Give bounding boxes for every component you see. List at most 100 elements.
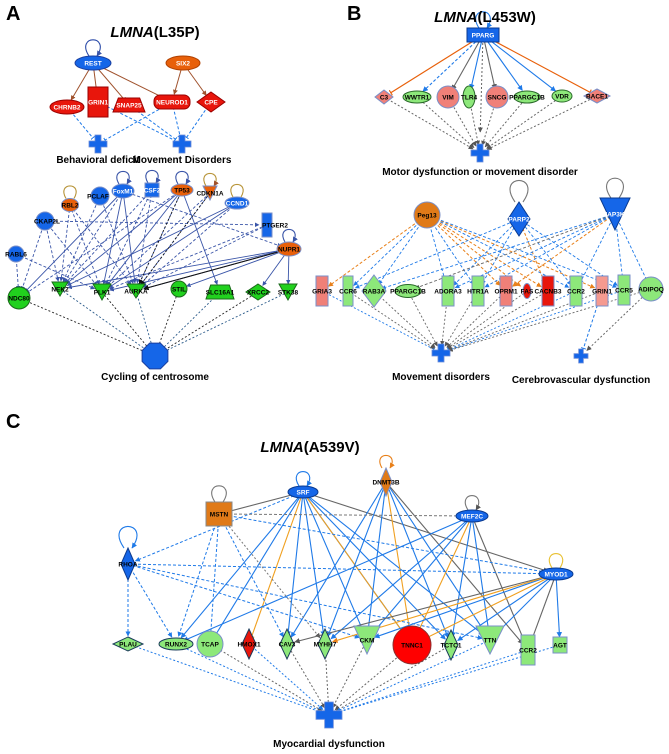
gene-node-ccr2[interactable]: CCR2 <box>519 634 537 666</box>
gene-node-fas[interactable]: FAS <box>521 283 534 299</box>
gene-node-grin1[interactable]: GRIN1 <box>592 275 612 307</box>
gene-node-c3[interactable]: C3 <box>374 89 394 105</box>
gene-node-map3k8[interactable]: MAP3K8 <box>599 197 631 232</box>
gene-node-gria3[interactable]: GRIA3 <box>312 275 332 307</box>
gene-label: RHOA <box>118 561 137 568</box>
gene-node-sncg[interactable]: SNCG <box>485 85 509 109</box>
gene-node-vim[interactable]: VIM <box>436 85 460 109</box>
gene-node-ccr6[interactable]: CCR6 <box>339 275 357 307</box>
gene-node-ttn[interactable]: TTN <box>475 625 505 656</box>
activation-edge <box>302 491 365 634</box>
gene-node-myhh7[interactable]: MYHH7 <box>314 627 337 661</box>
gene-node-srf[interactable]: SRF <box>287 485 319 499</box>
gene-node-six2[interactable]: SIX2 <box>165 55 201 71</box>
gene-node-shape <box>471 275 485 307</box>
gene-node-ckap2l[interactable]: CKAP2L <box>34 211 60 231</box>
disease-edge <box>161 291 259 353</box>
gene-node-myod1[interactable]: MYOD1 <box>538 567 574 581</box>
gene-node-tnnc1[interactable]: TNNC1 <box>392 625 432 665</box>
gene-label: PARP2 <box>508 216 530 223</box>
interaction-edge <box>143 248 290 291</box>
gene-node-rest[interactable]: REST <box>74 55 112 71</box>
gene-node-wwtr1[interactable]: WWTR1 <box>402 90 432 104</box>
gene-node-ptger2[interactable]: PTGER2 <box>261 212 288 238</box>
gene-node-slc16a1[interactable]: SLC16A1 <box>205 284 235 300</box>
gene-node-hmox1[interactable]: HMOX1 <box>237 627 261 661</box>
regulation-edge <box>451 34 484 91</box>
disease-node-movement-disorders[interactable]: Movement disorders <box>392 343 490 383</box>
gene-label: DNMT3B <box>372 479 399 486</box>
gene-node-ccr5[interactable]: CCR5 <box>615 274 633 306</box>
disease-edge <box>373 290 436 348</box>
gene-node-dnmt3b[interactable]: DNMT3B <box>372 466 400 498</box>
gene-node-adora3[interactable]: ADORA3 <box>434 275 462 307</box>
gene-node-agt[interactable]: AGT <box>552 636 568 654</box>
gene-node-rab3a[interactable]: RAB3A <box>361 274 387 308</box>
gene-node-ppargc1b[interactable]: PPARGC1B <box>509 90 545 104</box>
gene-node-cpe[interactable]: CPE <box>196 91 226 113</box>
gene-node-shape <box>279 627 295 661</box>
gene-node-neurod1[interactable]: NEUROD1 <box>153 94 191 110</box>
disease-edge <box>416 96 475 149</box>
gene-node-ccnd1[interactable]: CCND1 <box>224 196 250 210</box>
gene-node-rhoa[interactable]: RHOA <box>118 546 138 582</box>
gene-node-ndc80[interactable]: NDC80 <box>7 286 31 310</box>
disease-node-movement-disorders[interactable]: Movement Disorders <box>133 134 232 166</box>
gene-node-peg13[interactable]: Peg13 <box>413 201 441 229</box>
disease-node-cerebrovascular-dysfunction[interactable]: Cerebrovascular dysfunction <box>512 348 650 386</box>
gene-node-pparg[interactable]: PPARG <box>466 27 500 43</box>
gene-node-mstn[interactable]: MSTN <box>205 501 233 527</box>
disease-node-myocardial-dysfunction[interactable]: Myocardial dysfunction <box>273 701 385 750</box>
gene-node-mef2c[interactable]: MEF2C <box>455 509 489 523</box>
gene-node-nek2[interactable]: NEK2 <box>51 281 69 298</box>
self-loop-edge <box>116 171 132 185</box>
gene-node-xrcc2[interactable]: XRCC2 <box>245 283 271 301</box>
gene-node-stil[interactable]: STIL <box>170 280 188 298</box>
gene-node-shape <box>541 275 555 307</box>
gene-node-tcap[interactable]: TCAP <box>196 630 224 658</box>
gene-node-runx2[interactable]: RUNX2 <box>158 637 194 651</box>
gene-node-htr1a[interactable]: HTR1A <box>467 275 489 307</box>
gene-node-bace1[interactable]: BACE1 <box>582 88 612 104</box>
gene-node-ckm[interactable]: CKM <box>353 625 381 656</box>
gene-node-rabl6[interactable]: RABL6 <box>5 245 27 263</box>
gene-node-tctc1[interactable]: TCTC1 <box>441 628 462 662</box>
disease-node-behavioral-deficit[interactable]: Behavioral deficit <box>56 134 140 166</box>
cross-icon <box>88 134 108 154</box>
gene-node-parp2[interactable]: PARP2 <box>507 201 531 237</box>
disease-label: Movement Disorders <box>133 155 232 166</box>
gene-node-shape <box>513 90 541 104</box>
gene-node-cacnb3[interactable]: CACNB3 <box>534 275 562 307</box>
panel-title-gene: LMNA <box>434 9 477 26</box>
gene-node-oprm1[interactable]: OPRM1 <box>494 275 518 307</box>
gene-label: PLK1 <box>94 289 111 296</box>
gene-node-chrnb2[interactable]: CHRNB2 <box>49 99 85 115</box>
gene-node-shape <box>522 283 532 299</box>
disease-edge <box>286 643 326 709</box>
gene-node-foxm1[interactable]: FoxM1 <box>111 183 135 199</box>
gene-node-aurka[interactable]: AURKA <box>124 283 148 299</box>
gene-node-rbl2[interactable]: RBL2 <box>61 198 79 212</box>
gene-label: AGT <box>553 642 567 649</box>
gene-node-cdkn1a[interactable]: CDKN1A <box>196 185 224 202</box>
gene-node-pclaf[interactable]: PCLAF <box>87 186 110 206</box>
gene-node-adipoq[interactable]: ADIPOQ <box>638 276 664 302</box>
gene-node-stk38[interactable]: STK38 <box>278 283 299 302</box>
gene-node-plau[interactable]: PLAU <box>111 636 145 652</box>
gene-node-nupr1[interactable]: NUPR1 <box>276 241 302 257</box>
gene-node-vdr[interactable]: VDR <box>551 89 573 103</box>
disease-node-cycling-of-centrosome[interactable]: Cycling of centrosome <box>101 342 209 383</box>
gene-node-plk1[interactable]: PLK1 <box>92 283 112 302</box>
gene-label: PLAU <box>119 641 137 648</box>
self-loop-edge <box>606 177 624 199</box>
gene-node-tp53[interactable]: TP53 <box>170 183 194 197</box>
gene-node-cav3[interactable]: CAV3 <box>279 627 296 661</box>
gene-node-tlr4[interactable]: TLR4 <box>461 85 478 109</box>
gene-node-ccr2[interactable]: CCR2 <box>567 275 585 307</box>
gene-node-snap25[interactable]: SNAP25 <box>112 97 146 113</box>
gene-node-grin1[interactable]: GRIN1 <box>87 86 109 118</box>
gene-node-ppargc1b[interactable]: PPARGC1B <box>390 284 426 298</box>
regulation-edge <box>414 515 473 639</box>
disease-node-motor-dysfunction-or-movement-disorder[interactable]: Motor dysfunction or movement disorder <box>382 143 578 178</box>
gene-node-csf2[interactable]: CSF2 <box>144 182 161 198</box>
